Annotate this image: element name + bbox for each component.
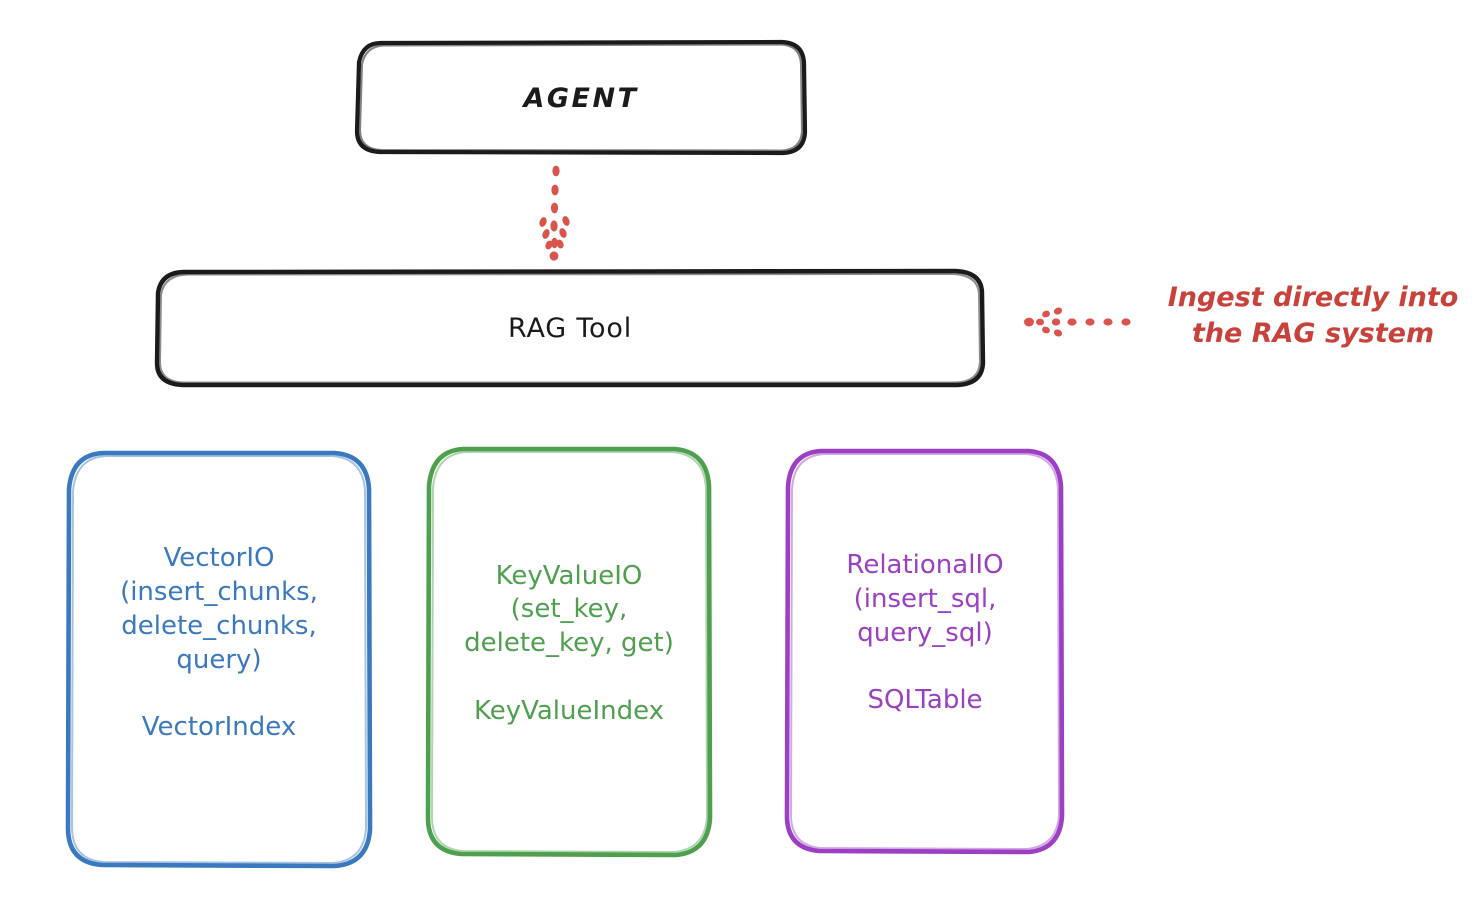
node-rag-tool-label: RAG Tool (507, 312, 632, 344)
connector-ingest-to-rag-tool (1024, 307, 1131, 337)
annotation-ingest-directly: Ingest directly into the RAG system (1167, 282, 1459, 350)
key-value-io-index-label: KeyValueIndex (473, 695, 665, 726)
node-vector-io[interactable]: VectorIO (insert_chunks, delete_chunks, … (68, 452, 370, 866)
key-value-io-api-label: KeyValueIO (set_key, delete_key, get) (464, 560, 674, 659)
node-relational-io[interactable]: RelationalIO (insert_sql, query_sql) SQL… (787, 450, 1063, 852)
keyvalueio-box-outline (425, 446, 713, 858)
key-value-io-text-stack: KeyValueIO (set_key, delete_key, get) Ke… (436, 560, 702, 728)
relational-io-api-label: RelationalIO (insert_sql, query_sql) (846, 550, 1004, 648)
node-agent[interactable]: AGENT (357, 42, 805, 154)
connector-agent-to-rag-tool (539, 165, 570, 261)
agent-box-outline (354, 39, 808, 156)
node-agent-label: AGENT (523, 82, 639, 114)
relational-io-text-stack: RelationalIO (insert_sql, query_sql) SQL… (795, 549, 1055, 717)
relationalio-box-outline (784, 448, 1065, 855)
relational-io-index-label: SQLTable (867, 685, 983, 716)
vector-io-text-stack: VectorIO (insert_chunks, delete_chunks, … (78, 542, 360, 744)
node-rag-tool[interactable]: RAG Tool (157, 271, 983, 385)
rag-tool-box-outline (154, 268, 986, 388)
vectorio-box-outline (65, 450, 373, 869)
vector-io-index-label: VectorIndex (141, 712, 297, 743)
vector-io-api-label: VectorIO (insert_chunks, delete_chunks, … (120, 543, 318, 675)
node-key-value-io[interactable]: KeyValueIO (set_key, delete_key, get) Ke… (428, 448, 710, 855)
